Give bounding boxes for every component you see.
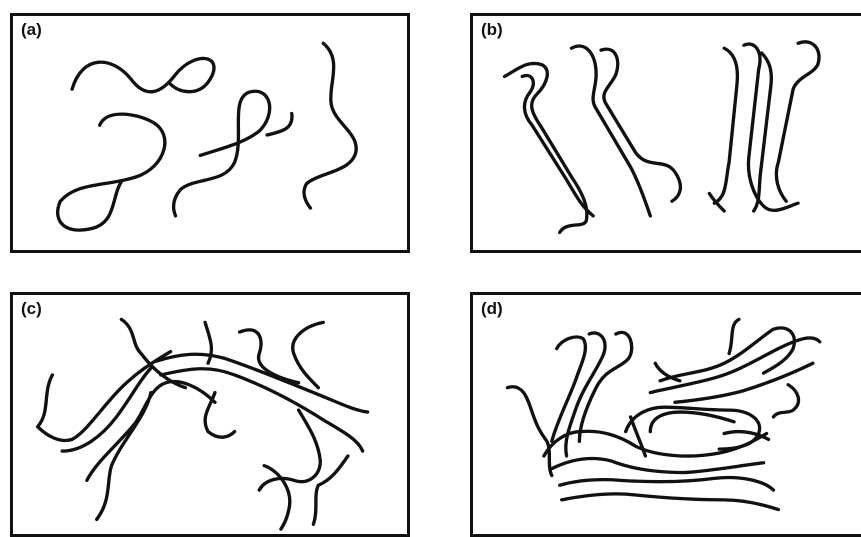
polymer-chain [650,412,734,432]
polymer-chain [205,322,211,363]
panel-c-label: (c) [21,299,42,319]
panel-a-chains [13,16,407,250]
polymer-chain [72,58,214,91]
polymer-chain [729,319,739,353]
panel-b-chains [473,16,861,250]
polymer-chain [259,410,320,490]
panel-a-label: (a) [21,20,42,40]
polymer-chain [507,387,551,476]
polymer-chain [304,43,356,208]
polymer-chain [264,466,290,529]
polymer-chain [773,385,798,417]
panel-c: (c) [10,292,410,537]
panel-c-chains [13,295,407,534]
polymer-chain [714,48,737,203]
polymer-chain [560,478,774,491]
panel-b: (b) [470,13,861,253]
panel-d-chains [473,295,861,534]
polymer-chain [58,114,165,230]
polymer-chain [776,42,819,201]
panel-a: (a) [10,13,410,253]
polymer-chain [267,114,292,135]
polymer-chain [724,432,768,440]
polymer-chain [174,91,270,216]
polymer-chain [601,49,680,201]
panel-d: (d) [470,292,861,537]
panel-d-label: (d) [481,299,503,319]
polymer-chain [572,46,651,216]
polymer-chain [631,417,646,456]
polymer-chain [562,494,779,510]
polymer-chain [552,459,764,473]
polymer-chain [293,322,324,387]
panel-b-label: (b) [481,20,503,40]
polymer-chain [161,369,363,451]
polymer-chain [544,431,767,456]
